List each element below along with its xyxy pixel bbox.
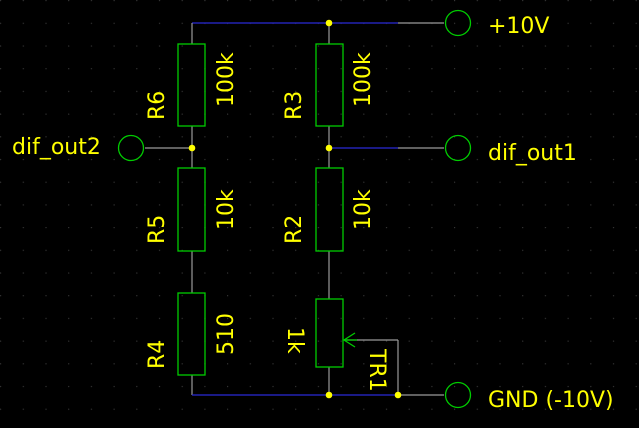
junction-dot — [188, 144, 196, 152]
trimmer-tr1-body — [315, 298, 344, 368]
r3-value-label: 100k — [351, 52, 376, 107]
port-gnd-ring[interactable] — [444, 381, 472, 409]
junction-dot — [325, 144, 333, 152]
resistor-r4-body — [177, 292, 206, 376]
trimmer-wiper-arrow-icon — [342, 332, 357, 348]
port-dif-out1-ring[interactable] — [444, 134, 472, 162]
r4-value-label: 510 — [214, 313, 239, 355]
port-gnd-label: GND (-10V) — [488, 388, 614, 413]
r2-name-label: R2 — [282, 215, 307, 244]
resistor-r6-body — [177, 43, 206, 127]
resistor-r2-body — [315, 167, 344, 252]
port-vplus-ring[interactable] — [444, 9, 472, 37]
junction-dot — [325, 391, 333, 399]
r6-value-label: 100k — [214, 52, 239, 107]
junction-dot — [325, 19, 333, 27]
r2-value-label: 10k — [351, 189, 376, 230]
r4-name-label: R4 — [145, 340, 170, 369]
tr1-value-label: 1k — [282, 327, 307, 354]
tr1-name-label: TR1 — [364, 348, 389, 392]
r5-value-label: 10k — [214, 189, 239, 230]
r5-name-label: R5 — [145, 215, 170, 244]
r3-name-label: R3 — [282, 91, 307, 120]
port-dif-out2-ring[interactable] — [117, 134, 145, 162]
resistor-r3-body — [315, 43, 344, 127]
wires — [145, 22, 444, 396]
junction-dot — [394, 391, 402, 399]
r6-name-label: R6 — [145, 91, 170, 120]
port-dif-out2-label: dif_out2 — [12, 135, 101, 160]
port-vplus-label: +10V — [488, 14, 549, 39]
port-dif-out1-label: dif_out1 — [488, 141, 577, 166]
resistor-r5-body — [177, 167, 206, 252]
